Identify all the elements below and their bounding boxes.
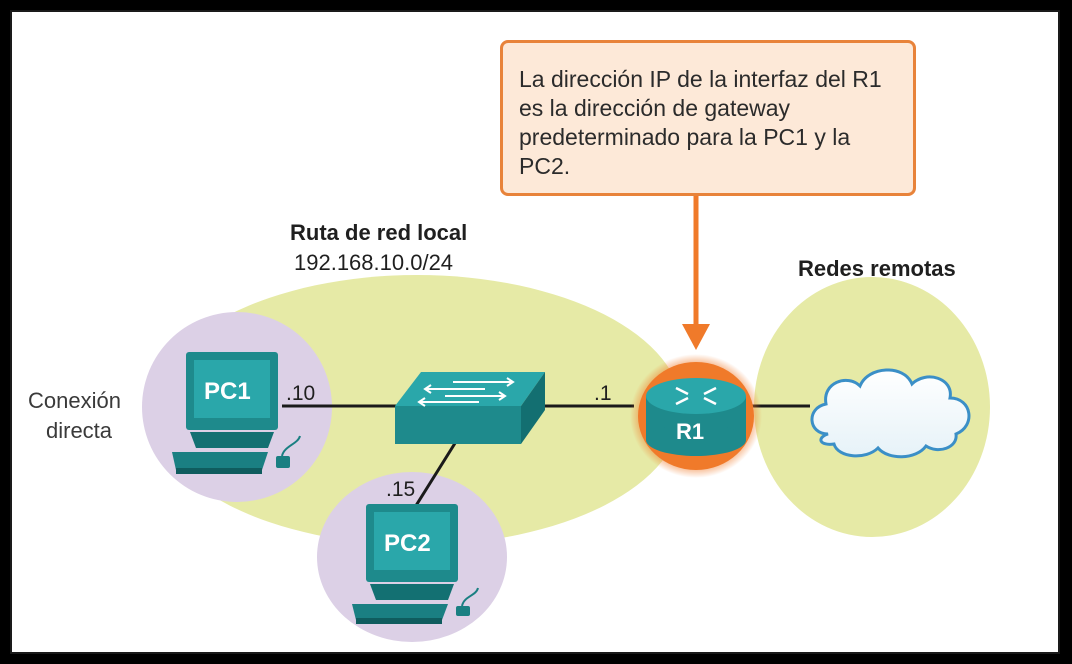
direct-connection-line1: Conexión <box>28 388 121 413</box>
local-network-title: Ruta de red local <box>290 220 468 245</box>
pc2-label: PC2 <box>384 530 431 557</box>
pc1-ip-suffix: .10 <box>286 382 316 405</box>
switch-icon <box>395 372 545 444</box>
pc-icon <box>172 352 301 474</box>
local-network-subnet: 192.168.10.0/24 <box>294 250 454 275</box>
router-ip-suffix: .1 <box>594 382 612 405</box>
pc2-ip-suffix: .15 <box>386 478 416 501</box>
network-diagram <box>142 184 990 642</box>
gateway-callout: La dirección IP de la interfaz del R1 es… <box>500 40 916 196</box>
down-arrow-icon <box>682 184 710 350</box>
link-switch-pc2 <box>410 439 459 513</box>
router-label: R1 <box>676 419 705 444</box>
remote-networks-title: Redes remotas <box>798 256 956 281</box>
router-icon <box>630 354 762 478</box>
pc1-label: PC1 <box>204 378 251 405</box>
diagram-canvas: La dirección IP de la interfaz del R1 es… <box>12 12 1058 652</box>
direct-connection-line2: directa <box>46 418 113 443</box>
pc-icon <box>352 504 479 624</box>
cloud-icon <box>810 368 971 459</box>
callout-text: La dirección IP de la interfaz del R1 es… <box>519 66 882 179</box>
